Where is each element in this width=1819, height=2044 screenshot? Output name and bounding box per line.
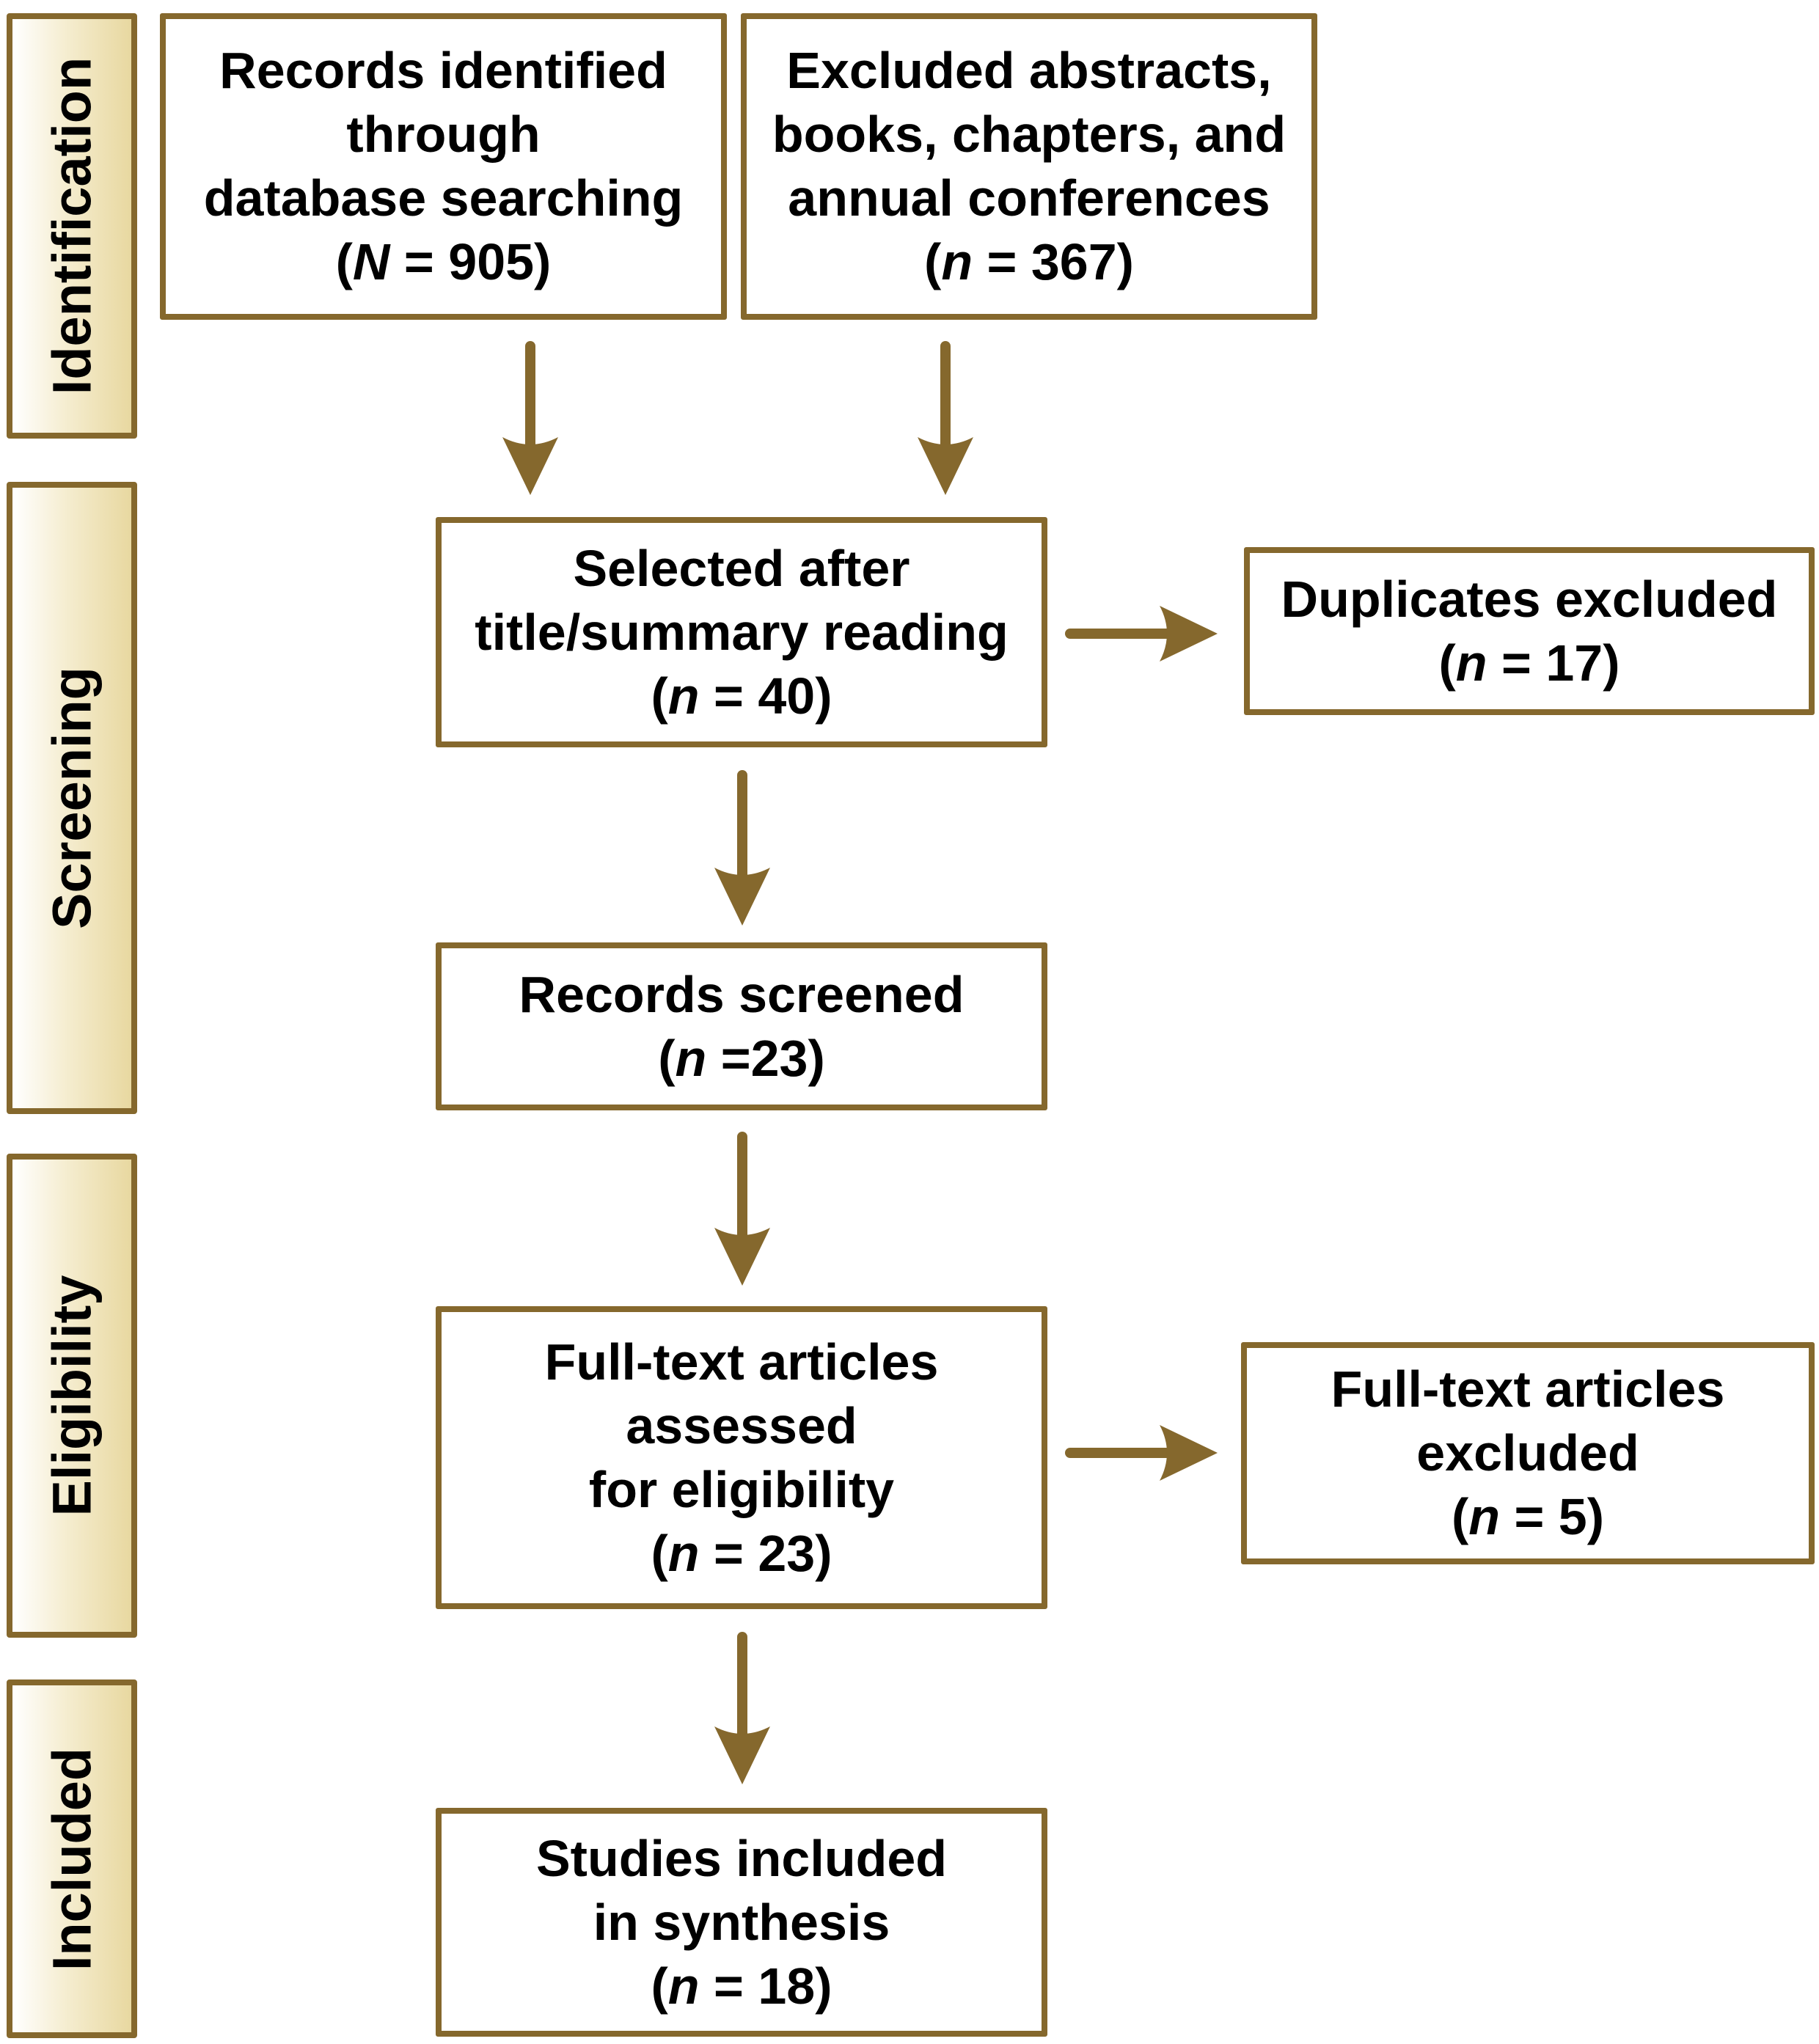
arrow-right-icon — [1065, 606, 1218, 662]
arrow-down-icon — [714, 1132, 770, 1286]
box-records-identified: Records identified through database sear… — [160, 13, 727, 320]
arrow-down-icon — [918, 341, 973, 495]
box-count: (n = 367) — [924, 233, 1134, 290]
box-fulltext-excluded: Full-text articles excluded (n = 5) — [1241, 1342, 1815, 1564]
arrow-down-icon — [714, 770, 770, 926]
stage-label: Identification — [41, 56, 103, 395]
box-line: Records screened — [519, 965, 965, 1023]
arrow-down-icon — [714, 1632, 770, 1784]
box-count: (n = 23) — [651, 1524, 832, 1582]
box-line: excluded — [1416, 1424, 1639, 1481]
box-line: Full-text articles — [544, 1333, 939, 1391]
box-line: annual conferences — [788, 169, 1270, 227]
box-line: for eligibility — [588, 1460, 895, 1518]
box-count: (N = 905) — [335, 233, 552, 290]
arrow-down-icon — [502, 341, 558, 495]
box-line: Studies included — [535, 1829, 948, 1887]
stage-label: Screening — [41, 667, 103, 929]
box-selected-after-reading: Selected after title/summary reading (n … — [436, 517, 1047, 747]
box-line: through — [346, 106, 541, 163]
stage-screening: Screening — [7, 482, 137, 1114]
box-fulltext-assessed: Full-text articles assessed for eligibil… — [436, 1306, 1047, 1609]
box-count: (n = 17) — [1438, 634, 1620, 692]
box-count: (n = 5) — [1451, 1488, 1605, 1545]
box-line: Excluded abstracts, — [786, 42, 1272, 99]
box-line: books, chapters, and — [772, 106, 1287, 163]
box-line: Full-text articles — [1331, 1360, 1725, 1418]
box-records-screened: Records screened (n =23) — [436, 942, 1047, 1110]
box-studies-included: Studies included in synthesis (n = 18) — [436, 1808, 1047, 2037]
arrow-right-icon — [1065, 1425, 1218, 1481]
stage-label: Included — [41, 1747, 103, 1971]
box-line: Records identified — [219, 42, 667, 99]
stage-identification: Identification — [7, 13, 137, 439]
box-count: (n = 18) — [651, 1957, 832, 2015]
box-line: Duplicates excluded — [1281, 570, 1778, 628]
box-count: (n =23) — [658, 1029, 825, 1087]
stage-eligibility: Eligibility — [7, 1154, 137, 1638]
box-line: title/summary reading — [475, 603, 1009, 661]
box-line: assessed — [626, 1396, 857, 1454]
stage-label: Eligibility — [41, 1275, 103, 1517]
box-line: database searching — [203, 169, 684, 227]
box-line: in synthesis — [593, 1893, 890, 1951]
box-excluded-abstracts: Excluded abstracts, books, chapters, and… — [741, 13, 1317, 320]
box-duplicates-excluded: Duplicates excluded (n = 17) — [1244, 547, 1815, 715]
box-count: (n = 40) — [651, 667, 832, 725]
stage-included: Included — [7, 1679, 137, 2038]
box-line: Selected after — [573, 539, 910, 597]
